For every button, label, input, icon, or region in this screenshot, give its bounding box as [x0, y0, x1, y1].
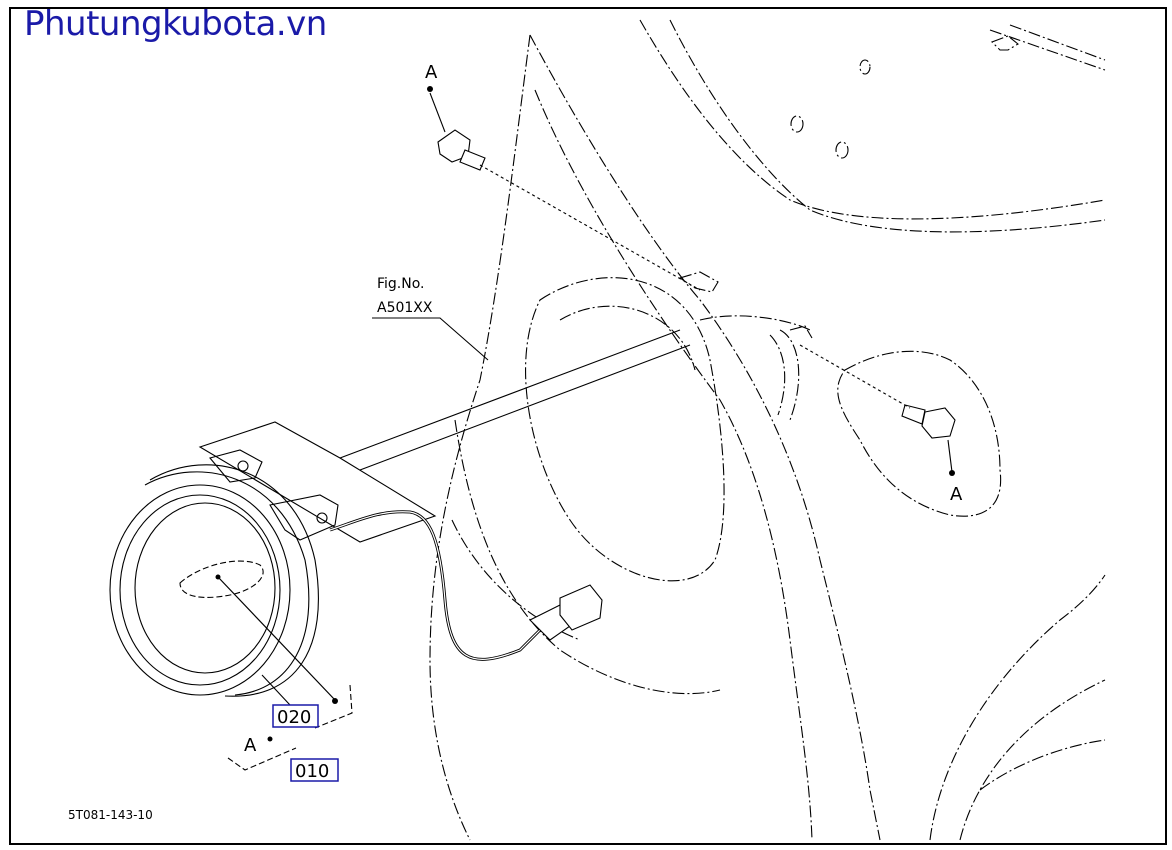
mounting-plate [198, 421, 437, 543]
site-watermark: Phutungkubota.vn [24, 4, 327, 44]
detail-callout [837, 350, 1002, 517]
cab-roof [639, 19, 1106, 233]
part-box-020[interactable] [272, 704, 319, 728]
wire-harness [329, 510, 542, 661]
fig-no-label: Fig.No. [377, 276, 425, 292]
point-a-right: A [950, 484, 963, 505]
bracket-detail [678, 271, 813, 421]
bolt-top [437, 129, 486, 171]
part-number-020[interactable]: 020 [277, 707, 311, 728]
point-a-left: A [244, 735, 257, 756]
drawing-code: 5T081-143-10 [68, 808, 153, 822]
stay-arm [339, 329, 691, 471]
point-a-top: A [425, 62, 438, 83]
fig-ref-label[interactable]: A501XX [377, 300, 433, 316]
bolt-right [901, 404, 956, 439]
part-box-010[interactable] [290, 758, 339, 782]
fender-panel [429, 34, 881, 841]
wire-connector [529, 584, 603, 641]
part-number-010[interactable]: 010 [295, 761, 329, 782]
work-light [109, 449, 339, 697]
wheel-arch [929, 574, 1106, 841]
drawing-frame [9, 7, 1167, 845]
